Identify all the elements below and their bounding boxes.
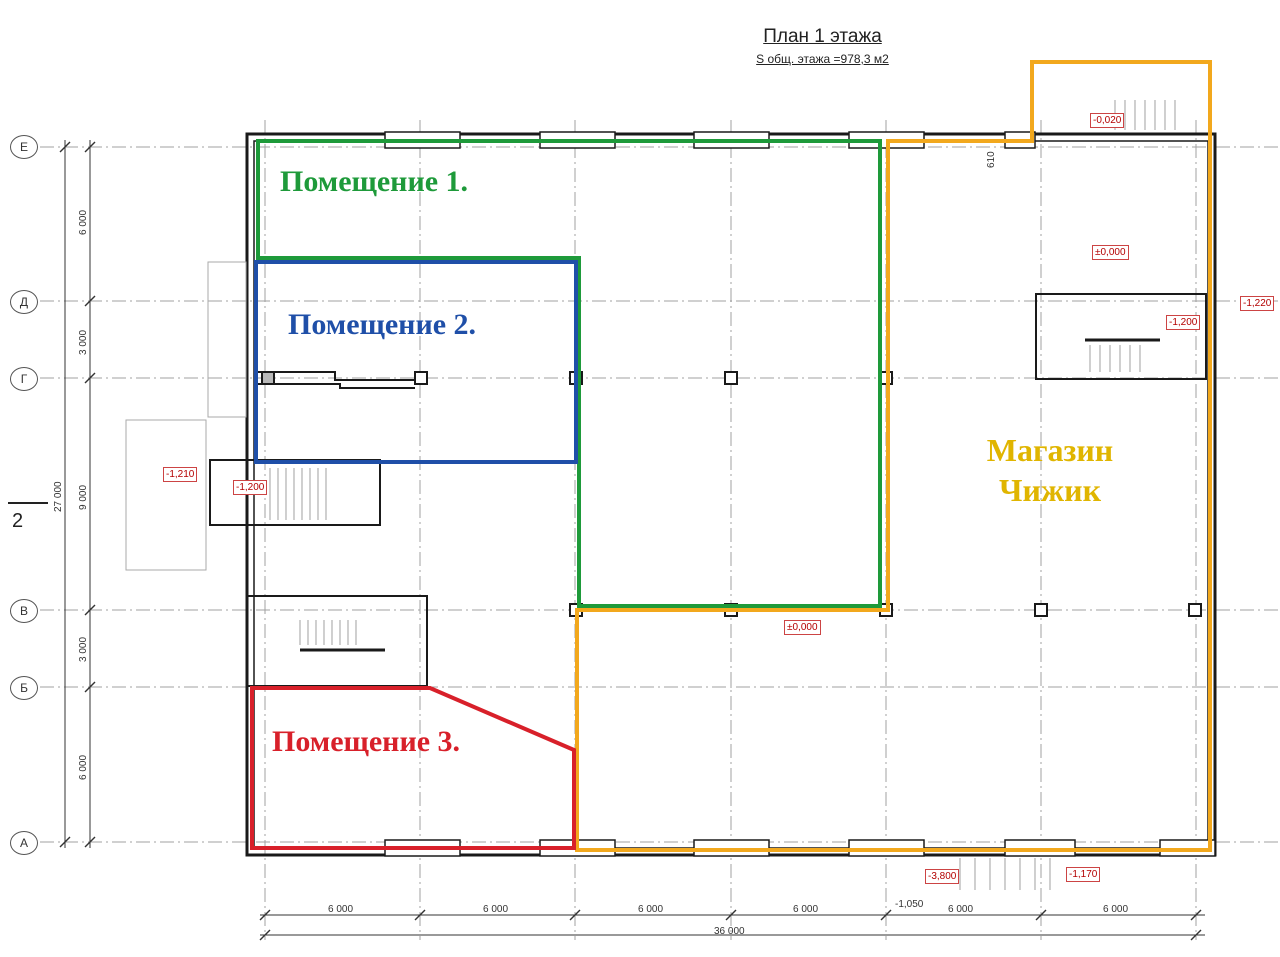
room-3-label: Помещение 3. <box>272 725 461 758</box>
axis-row-b: Б <box>10 676 38 700</box>
dim-v-total: 27 000 <box>53 481 64 512</box>
dim-v-2: 3 000 <box>78 329 89 355</box>
axis-row-a: А <box>10 831 38 855</box>
elevation-mark: -1,170 <box>1066 867 1101 882</box>
shop-label-line1: Магазин <box>986 432 1114 468</box>
plan-subtitle: S общ. этажа =978,3 м2 <box>756 52 889 66</box>
shop-label: Магазин Чижик <box>960 430 1140 510</box>
axis-row-e: Е <box>10 135 38 159</box>
grid-lines <box>40 120 1280 940</box>
elevation-mark: -0,020 <box>1090 113 1125 128</box>
dim-610: 610 <box>986 151 997 168</box>
dim-h-6: 6 000 <box>1103 904 1129 915</box>
entrance-ramp <box>125 261 247 571</box>
elevation-mark: ±0,000 <box>784 620 821 635</box>
dim-h-3: 6 000 <box>638 904 664 915</box>
axis-row-v: В <box>10 599 38 623</box>
section-mark: 2 <box>12 510 24 532</box>
dim-h-total: 36 000 <box>714 926 745 937</box>
elevation-mark-plain: -1,050 <box>895 899 924 910</box>
dim-v-3: 9 000 <box>78 484 89 510</box>
axis-row-g: Г <box>10 367 38 391</box>
plan-title-block: План 1 этажа S общ. этажа =978,3 м2 <box>720 26 925 66</box>
elevation-mark: -3,800 <box>925 869 960 884</box>
dim-v-4: 3 000 <box>78 636 89 662</box>
elevation-mark: -1,220 <box>1240 296 1275 311</box>
dim-v-1: 6 000 <box>78 209 89 235</box>
stairs <box>269 100 1176 890</box>
room-2-label: Помещение 2. <box>288 308 477 341</box>
dim-h-4: 6 000 <box>793 904 819 915</box>
elevation-mark: ±0,000 <box>1092 245 1129 260</box>
room-3-outline <box>250 686 576 850</box>
room-1-label: Помещение 1. <box>280 165 469 198</box>
axis-row-d: Д <box>10 290 38 314</box>
plan-title: План 1 этажа <box>763 26 882 47</box>
shop-label-line2: Чижик <box>999 472 1101 508</box>
dim-v-5: 6 000 <box>78 754 89 780</box>
room-2-outline <box>254 260 578 464</box>
dim-h-1: 6 000 <box>328 904 354 915</box>
elevation-mark: -1,210 <box>163 467 198 482</box>
dim-h-2: 6 000 <box>483 904 509 915</box>
dim-h-5: 6 000 <box>948 904 974 915</box>
elevation-mark: -1,200 <box>233 480 268 495</box>
elevation-mark: -1,200 <box>1166 315 1201 330</box>
shop-chizhik-outline <box>575 60 1212 852</box>
dimension-lines <box>59 140 1205 941</box>
room-1-outline <box>256 139 882 608</box>
